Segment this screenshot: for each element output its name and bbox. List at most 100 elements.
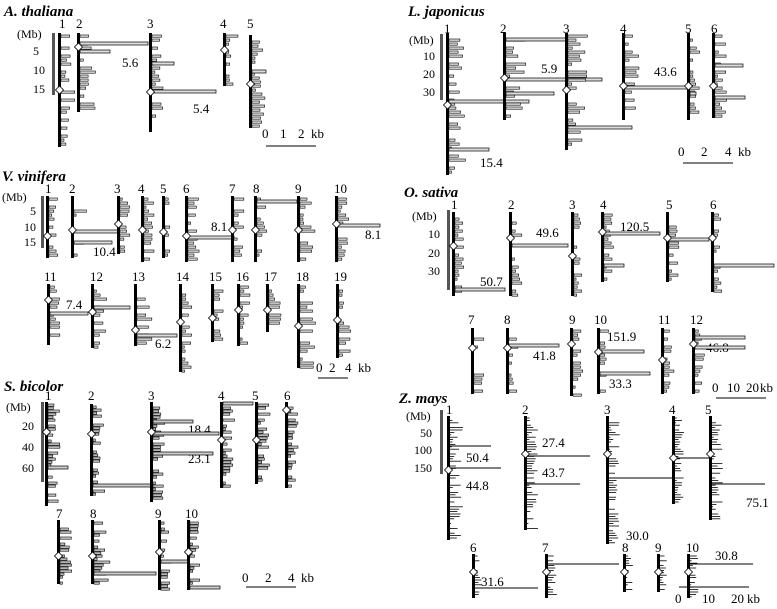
repeat-mark [181, 361, 189, 365]
repeat-mark [668, 261, 678, 265]
repeat-mark [164, 253, 168, 257]
chromosome-bar [45, 402, 48, 506]
repeat-mark [47, 415, 54, 419]
chromosome-bar [711, 212, 714, 292]
centromere-marker [566, 339, 577, 349]
repeat-mark [473, 377, 483, 381]
repeat-mark [299, 217, 304, 221]
repeat-mark [508, 381, 514, 385]
repeat-mark [694, 373, 699, 377]
repeat-mark [92, 474, 96, 478]
repeat-mark [213, 333, 221, 337]
chromosome-bar [90, 404, 93, 496]
chromosome-bar [150, 402, 153, 502]
chromosome-bar [506, 328, 509, 394]
repeat-mark [47, 454, 54, 458]
repeat-mark [47, 445, 61, 449]
chromosome-label: 6 [183, 181, 190, 196]
mb-label: (Mb) [406, 409, 431, 423]
repeat-mark [225, 42, 229, 46]
repeat-mark [624, 66, 640, 70]
repeat-mark [60, 34, 71, 38]
repeat-mark [473, 373, 484, 377]
repeat-mark [454, 273, 460, 277]
repeat-mark [454, 265, 464, 269]
repeat-mark [119, 249, 126, 253]
repeat-mark [287, 454, 291, 458]
repeat-mark [233, 197, 245, 201]
panel-v-vinifera: V. vinifera (Mb) 5 10 15 1 2 3 4 5 6 7 8… [2, 169, 381, 379]
repeat-mark [143, 241, 152, 245]
repeat-mark [573, 285, 578, 289]
repeat-mark [573, 245, 578, 249]
axis-tick: 20 [428, 246, 440, 260]
long-repeat-mark [47, 465, 69, 470]
repeat-mark [454, 225, 460, 229]
centromere-marker [597, 227, 608, 237]
repeat-mark [257, 433, 269, 437]
repeat-mark [668, 225, 677, 229]
repeat-mark [299, 341, 310, 345]
scale-tick: 0 [712, 380, 719, 395]
repeat-mark [152, 424, 158, 428]
repeat-mark [239, 293, 251, 297]
repeat-mark [448, 126, 461, 130]
repeat-mark [624, 34, 633, 38]
repeat-mark [151, 106, 163, 110]
repeat-mark [257, 406, 266, 410]
repeat-mark [448, 42, 458, 46]
repeat-mark [337, 257, 343, 261]
repeat-mark [136, 297, 146, 301]
chromosome-bar [509, 212, 512, 296]
scale-unit: kb [760, 380, 773, 395]
repeat-mark [92, 489, 106, 493]
repeat-mark [448, 106, 457, 110]
repeat-mark [47, 460, 53, 464]
centromere-marker [657, 355, 668, 365]
repeat-mark [624, 42, 629, 46]
repeat-mark [663, 337, 668, 341]
repeat-mark [567, 58, 582, 62]
repeat-mark [603, 253, 610, 257]
repeat-mark [152, 415, 161, 419]
centromere-marker [668, 453, 679, 463]
scale-tick: 4 [725, 144, 732, 159]
repeat-mark [257, 457, 265, 461]
repeat-mark [299, 289, 304, 293]
repeat-mark [222, 472, 227, 476]
repeat-mark [603, 237, 609, 241]
repeat-mark [299, 301, 313, 305]
long-repeat-mark [599, 371, 651, 376]
chromosome-label: 12 [90, 269, 103, 284]
long-repeat-mark [136, 333, 178, 338]
repeat-mark [49, 289, 57, 293]
repeat-mark [299, 205, 306, 209]
repeat-mark [663, 381, 671, 385]
chromosome-bar [134, 284, 137, 346]
repeat-mark [79, 82, 89, 86]
centromere-marker [467, 343, 478, 353]
repeat-mark [257, 442, 262, 446]
chromosome-bar [447, 416, 450, 540]
repeat-mark [448, 50, 459, 54]
panel-a-thaliana: A. thaliana (Mb) 5 10 15 1 2 3 4 5 5.6 5… [3, 4, 324, 147]
repeat-mark [233, 221, 239, 225]
repeat-mark [181, 313, 189, 317]
repeat-mark [222, 418, 235, 422]
long-repeat-mark [694, 335, 746, 340]
repeat-mark [92, 414, 102, 418]
repeat-mark [505, 86, 521, 90]
repeat-mark [299, 309, 313, 313]
repeat-mark [151, 82, 156, 86]
repeat-mark [567, 70, 587, 74]
scale-tick: 20 [731, 591, 744, 606]
chromosome-bar [77, 33, 80, 112]
chromosome-label: 1 [444, 21, 451, 36]
long-repeat-mark [714, 95, 746, 100]
repeat-mark [567, 38, 577, 42]
centromere-marker [281, 405, 292, 415]
long-repeat-mark [152, 431, 220, 436]
repeat-mark [60, 70, 67, 74]
repeat-mark [164, 201, 170, 205]
repeat-mark [233, 209, 245, 213]
